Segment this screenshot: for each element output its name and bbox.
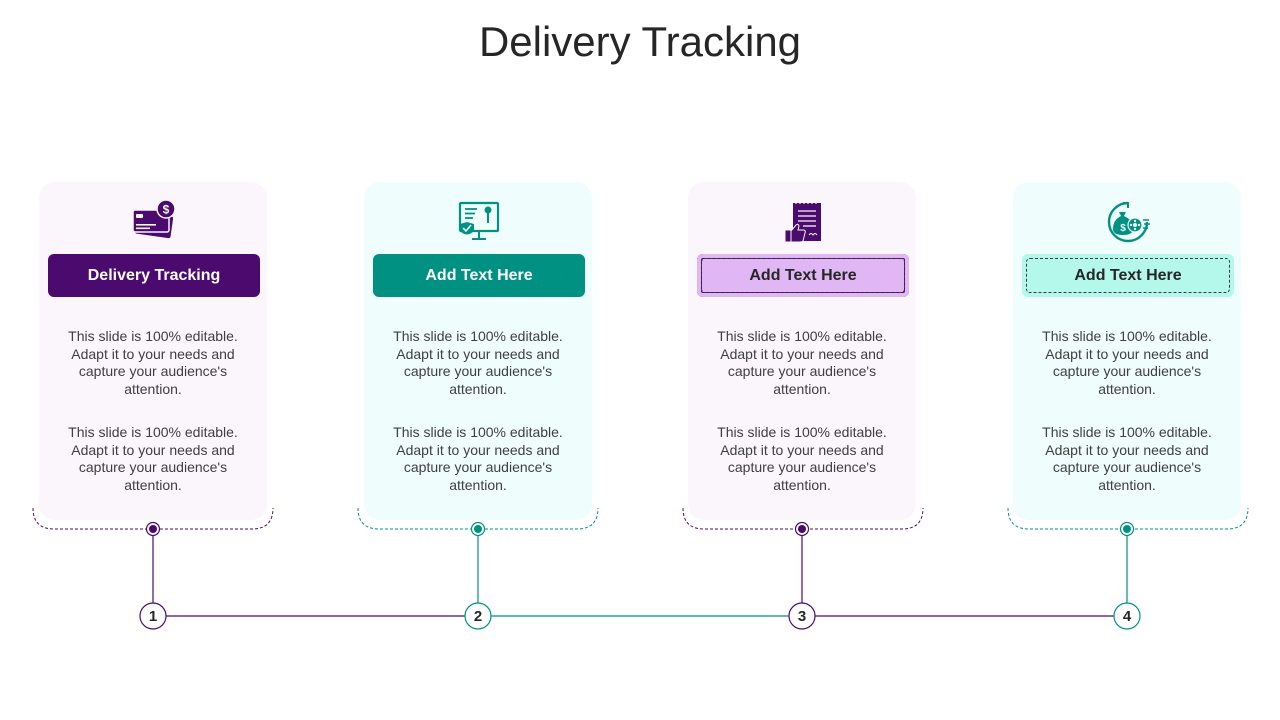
step-2-text-1: This slide is 100% editable. Adapt it to…: [393, 328, 563, 397]
step-2-text-2: This slide is 100% editable. Adapt it to…: [393, 424, 563, 493]
step-card-4: $ Add Text Here This slide is 100% edita…: [1013, 182, 1241, 520]
dot-4: [1119, 521, 1135, 537]
step-card-1: $ Delivery Tracking This slide is 100% e…: [39, 182, 267, 520]
step-4-number: 4: [1123, 608, 1132, 625]
page-title: Delivery Tracking: [478, 18, 802, 65]
step-2-number: 2: [474, 608, 482, 625]
step-3-number: 3: [798, 608, 806, 625]
step-3-text-1: This slide is 100% editable. Adapt it to…: [717, 328, 887, 397]
document-thumbs-up-icon: [781, 200, 825, 244]
step-3-text-2: This slide is 100% editable. Adapt it to…: [717, 424, 887, 493]
step-1-number: 1: [149, 608, 157, 625]
step-2-circle: [464, 602, 492, 630]
step-4-label: Add Text Here: [1022, 254, 1234, 297]
dot-1: [145, 521, 161, 537]
step-4-text-1: This slide is 100% editable. Adapt it to…: [1042, 328, 1212, 397]
step-1-text-2: This slide is 100% editable. Adapt it to…: [68, 424, 238, 493]
step-card-3: Add Text Here This slide is 100% editabl…: [688, 182, 916, 520]
step-1-label: Delivery Tracking: [48, 254, 260, 297]
step-2-label: Add Text Here: [373, 254, 585, 297]
step-3-label: Add Text Here: [697, 254, 909, 297]
step-3-circle: [788, 602, 816, 630]
presentation-board-check-icon: [457, 200, 501, 244]
step-4-circle: [1113, 602, 1141, 630]
svg-text:$: $: [1120, 223, 1126, 234]
money-bag-cycle-icon: $: [1106, 200, 1150, 244]
step-1-text-1: This slide is 100% editable. Adapt it to…: [68, 328, 238, 397]
step-card-2: Add Text Here This slide is 100% editabl…: [364, 182, 592, 520]
credit-card-dollar-icon: $: [132, 200, 176, 244]
step-4-text-2: This slide is 100% editable. Adapt it to…: [1042, 424, 1212, 493]
step-1-circle: [139, 602, 167, 630]
svg-text:$: $: [163, 203, 170, 217]
dot-2: [470, 521, 486, 537]
dot-3: [794, 521, 810, 537]
